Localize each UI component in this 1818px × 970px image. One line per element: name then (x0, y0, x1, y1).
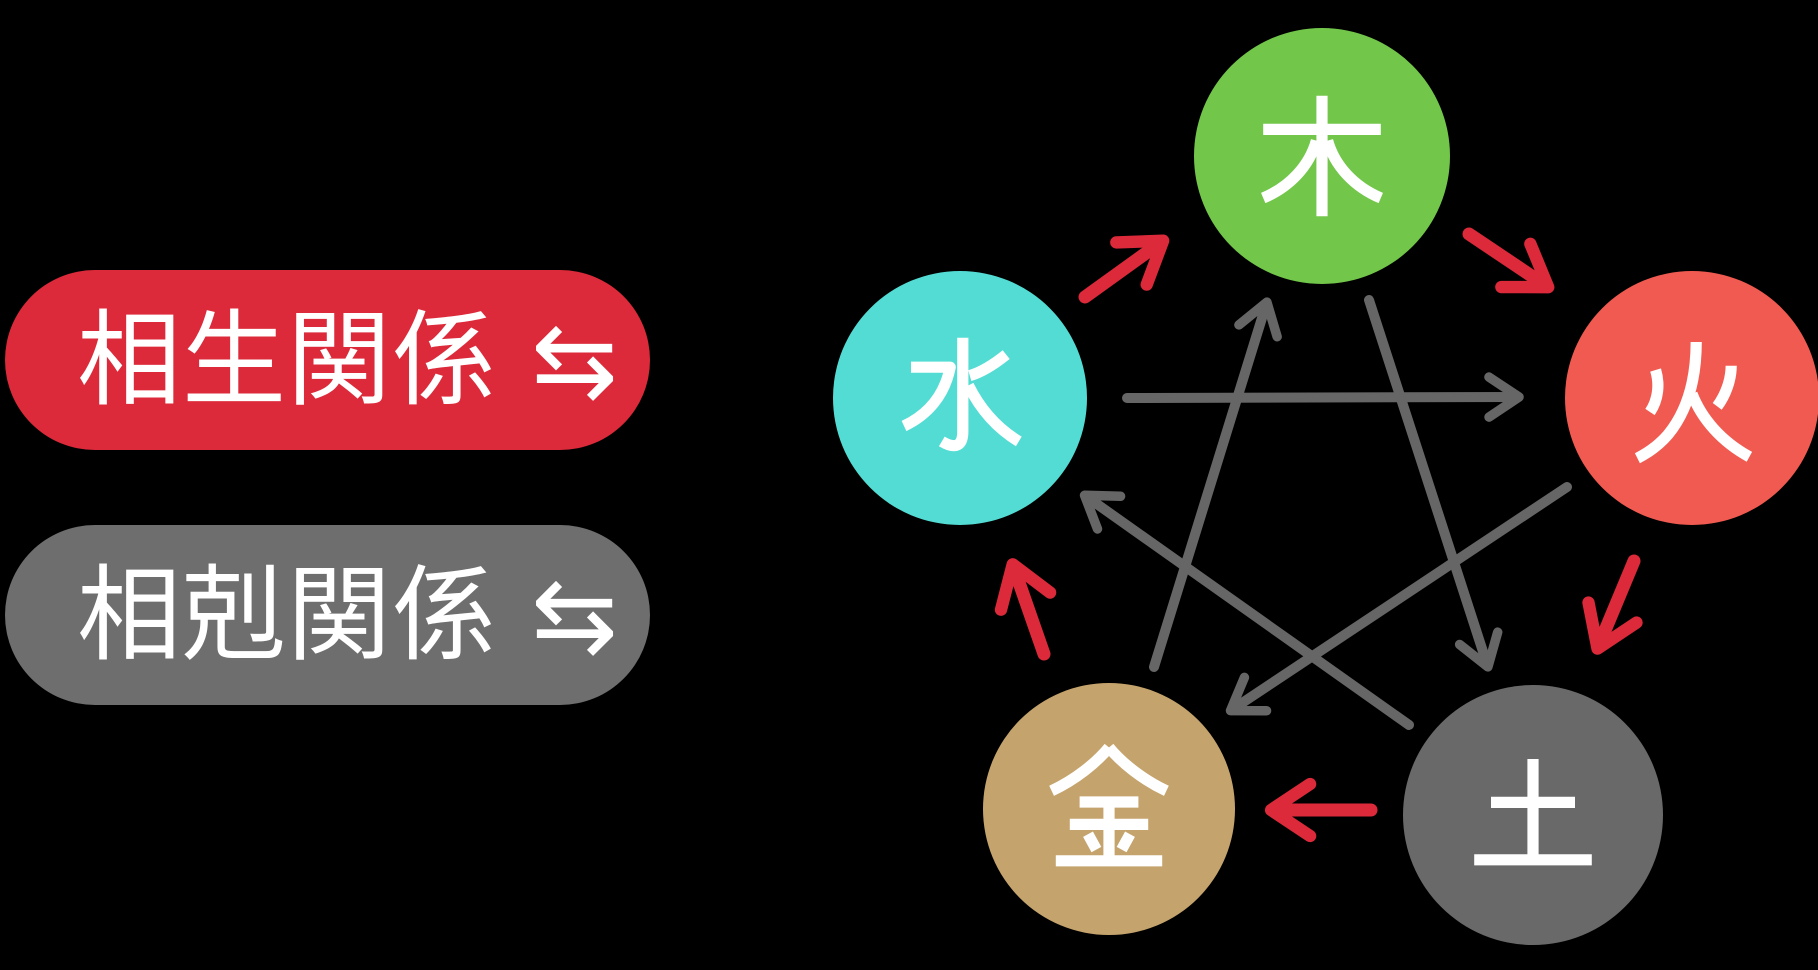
metal-kanji-drawing (1049, 743, 1169, 867)
legend-pill-generating: 相生関係 ⇆ (5, 270, 650, 450)
legend-pill-overcoming: 相剋関係 ⇆ (5, 525, 650, 705)
element-wood: 木 (1194, 28, 1450, 284)
overcoming-arrow-water-to-fire (1122, 372, 1524, 422)
wood-kanji-drawing (1260, 95, 1384, 217)
generating-arrow-fire-to-earth (1582, 554, 1643, 655)
element-earth: 土 (1403, 685, 1663, 945)
water-kanji-drawing (901, 337, 1022, 452)
element-fire: 火 (1565, 271, 1818, 525)
generating-arrow-metal-to-water (994, 558, 1057, 661)
generating-arrow-water-to-wood (1078, 234, 1170, 304)
element-water: 水 (833, 271, 1087, 525)
fire-kanji-drawing (1634, 341, 1753, 464)
legend-label-generating: 相生関係 ⇆ (77, 299, 620, 421)
element-label-metal: 金 (1034, 723, 1184, 897)
earth-kanji-drawing (1474, 758, 1592, 866)
overcoming-arrows (1079, 295, 1572, 730)
element-metal: 金 (983, 683, 1235, 935)
element-label-water: 水 (885, 312, 1035, 486)
legend-label-overcoming: 相剋関係 ⇆ (77, 554, 620, 676)
element-label-earth: 土 (1458, 729, 1608, 903)
element-label-wood: 木 (1247, 70, 1397, 244)
overcoming-arrow-wood-to-earth (1364, 295, 1503, 672)
element-label-fire: 火 (1617, 312, 1767, 486)
generating-arrows (994, 227, 1643, 843)
overcoming-arrow-metal-to-wood (1149, 297, 1282, 672)
generating-arrow-wood-to-fire (1462, 227, 1555, 294)
overcoming-arrow-earth-to-water (1079, 490, 1414, 730)
overcoming-arrow-fire-to-metal (1225, 482, 1572, 716)
